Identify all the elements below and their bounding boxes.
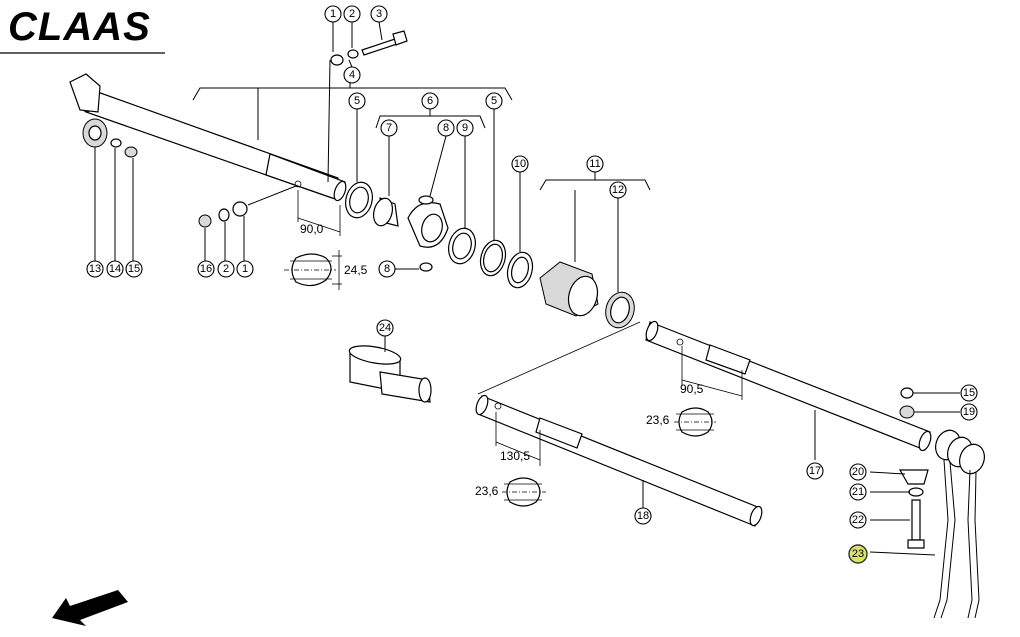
connector-lines: [477, 321, 641, 395]
callout-6[interactable]: 6: [421, 92, 439, 110]
dim-label-24-5: 24,5: [344, 263, 368, 277]
dim-lines-lower: [495, 346, 743, 466]
svg-text:1: 1: [242, 263, 248, 275]
svg-text:5: 5: [354, 95, 360, 107]
logo-text: CLAAS: [8, 5, 151, 49]
callout-17[interactable]: 17: [806, 462, 824, 480]
svg-text:15: 15: [128, 263, 140, 275]
svg-text:1: 1: [330, 8, 336, 20]
callout-1[interactable]: 1: [324, 5, 342, 23]
claas-logo: CLAAS: [0, 5, 165, 54]
part-24-bushing: [348, 334, 432, 403]
callout-2-lower[interactable]: 2: [217, 260, 235, 278]
callout-24[interactable]: 24: [376, 319, 394, 337]
svg-text:18: 18: [637, 510, 649, 522]
callout-14[interactable]: 14: [106, 260, 124, 278]
callout-12[interactable]: 12: [609, 181, 627, 199]
svg-text:9: 9: [462, 122, 468, 134]
callout-19[interactable]: 19: [960, 403, 978, 421]
svg-text:2: 2: [349, 8, 355, 20]
callout-7[interactable]: 7: [380, 119, 398, 137]
svg-text:22: 22: [852, 514, 864, 526]
svg-text:13: 13: [89, 263, 101, 275]
dim-label-90-5: 90,5: [680, 382, 704, 396]
small-parts-mid: [198, 185, 297, 262]
svg-text:10: 10: [514, 158, 526, 170]
svg-text:8: 8: [443, 122, 449, 134]
svg-text:5: 5: [491, 95, 497, 107]
svg-text:11: 11: [589, 158, 600, 170]
callout-13[interactable]: 13: [86, 260, 104, 278]
callout-22[interactable]: 22: [849, 511, 867, 529]
svg-text:19: 19: [963, 406, 975, 418]
svg-text:23: 23: [852, 548, 864, 560]
callout-15-right[interactable]: 15: [960, 384, 978, 402]
main-tube: [69, 73, 347, 202]
svg-text:15: 15: [963, 387, 975, 399]
svg-text:20: 20: [852, 466, 864, 478]
svg-text:24: 24: [379, 322, 391, 334]
callout-1-lower[interactable]: 1: [236, 260, 254, 278]
callout-23-highlighted[interactable]: 23: [848, 544, 868, 564]
svg-text:2: 2: [223, 263, 229, 275]
callout-3[interactable]: 3: [370, 5, 388, 23]
callout-21[interactable]: 21: [849, 483, 867, 501]
section-24-5: [284, 250, 342, 290]
dim-label-90-0: 90,0: [300, 222, 324, 236]
dim-90-0-lines: [297, 190, 341, 236]
callout-5-left[interactable]: 5: [348, 92, 366, 110]
shaft-18: [475, 394, 763, 527]
svg-text:14: 14: [109, 263, 121, 275]
callout-5-right[interactable]: 5: [485, 92, 503, 110]
dim-label-23-6-lower: 23,6: [475, 484, 499, 498]
bolt-group-top: [327, 30, 408, 183]
callout-9[interactable]: 9: [456, 119, 474, 137]
svg-text:8: 8: [384, 263, 390, 275]
shaft-17: [645, 320, 932, 460]
direction-arrow: [52, 590, 128, 626]
svg-text:3: 3: [376, 8, 382, 20]
callout-18[interactable]: 18: [634, 507, 652, 525]
svg-text:21: 21: [852, 486, 864, 498]
svg-text:17: 17: [809, 465, 821, 477]
small-parts-left: [82, 118, 138, 262]
bearing-parts: [345, 181, 635, 329]
callout-20[interactable]: 20: [849, 463, 867, 481]
assembly-brackets: [192, 76, 651, 191]
callout-8-top[interactable]: 8: [437, 119, 455, 137]
callout-10[interactable]: 10: [511, 155, 529, 173]
callout-2[interactable]: 2: [343, 5, 361, 23]
svg-text:4: 4: [349, 69, 355, 81]
section-23-6-lower: [502, 477, 546, 507]
callout-11[interactable]: 11: [586, 155, 604, 173]
callout-16[interactable]: 16: [197, 260, 215, 278]
svg-text:12: 12: [612, 184, 624, 196]
svg-text:7: 7: [386, 122, 392, 134]
callout-8-lower[interactable]: 8: [378, 260, 396, 278]
svg-text:16: 16: [200, 263, 212, 275]
svg-text:6: 6: [427, 95, 433, 107]
dim-label-23-6-upper: 23,6: [646, 413, 670, 427]
dim-label-130-5: 130,5: [500, 449, 530, 463]
callout-4[interactable]: 4: [343, 66, 361, 84]
callout-15-left[interactable]: 15: [125, 260, 143, 278]
section-23-6-upper: [674, 407, 716, 437]
leader-lines: [332, 21, 619, 292]
tine-assembly: [869, 387, 985, 619]
